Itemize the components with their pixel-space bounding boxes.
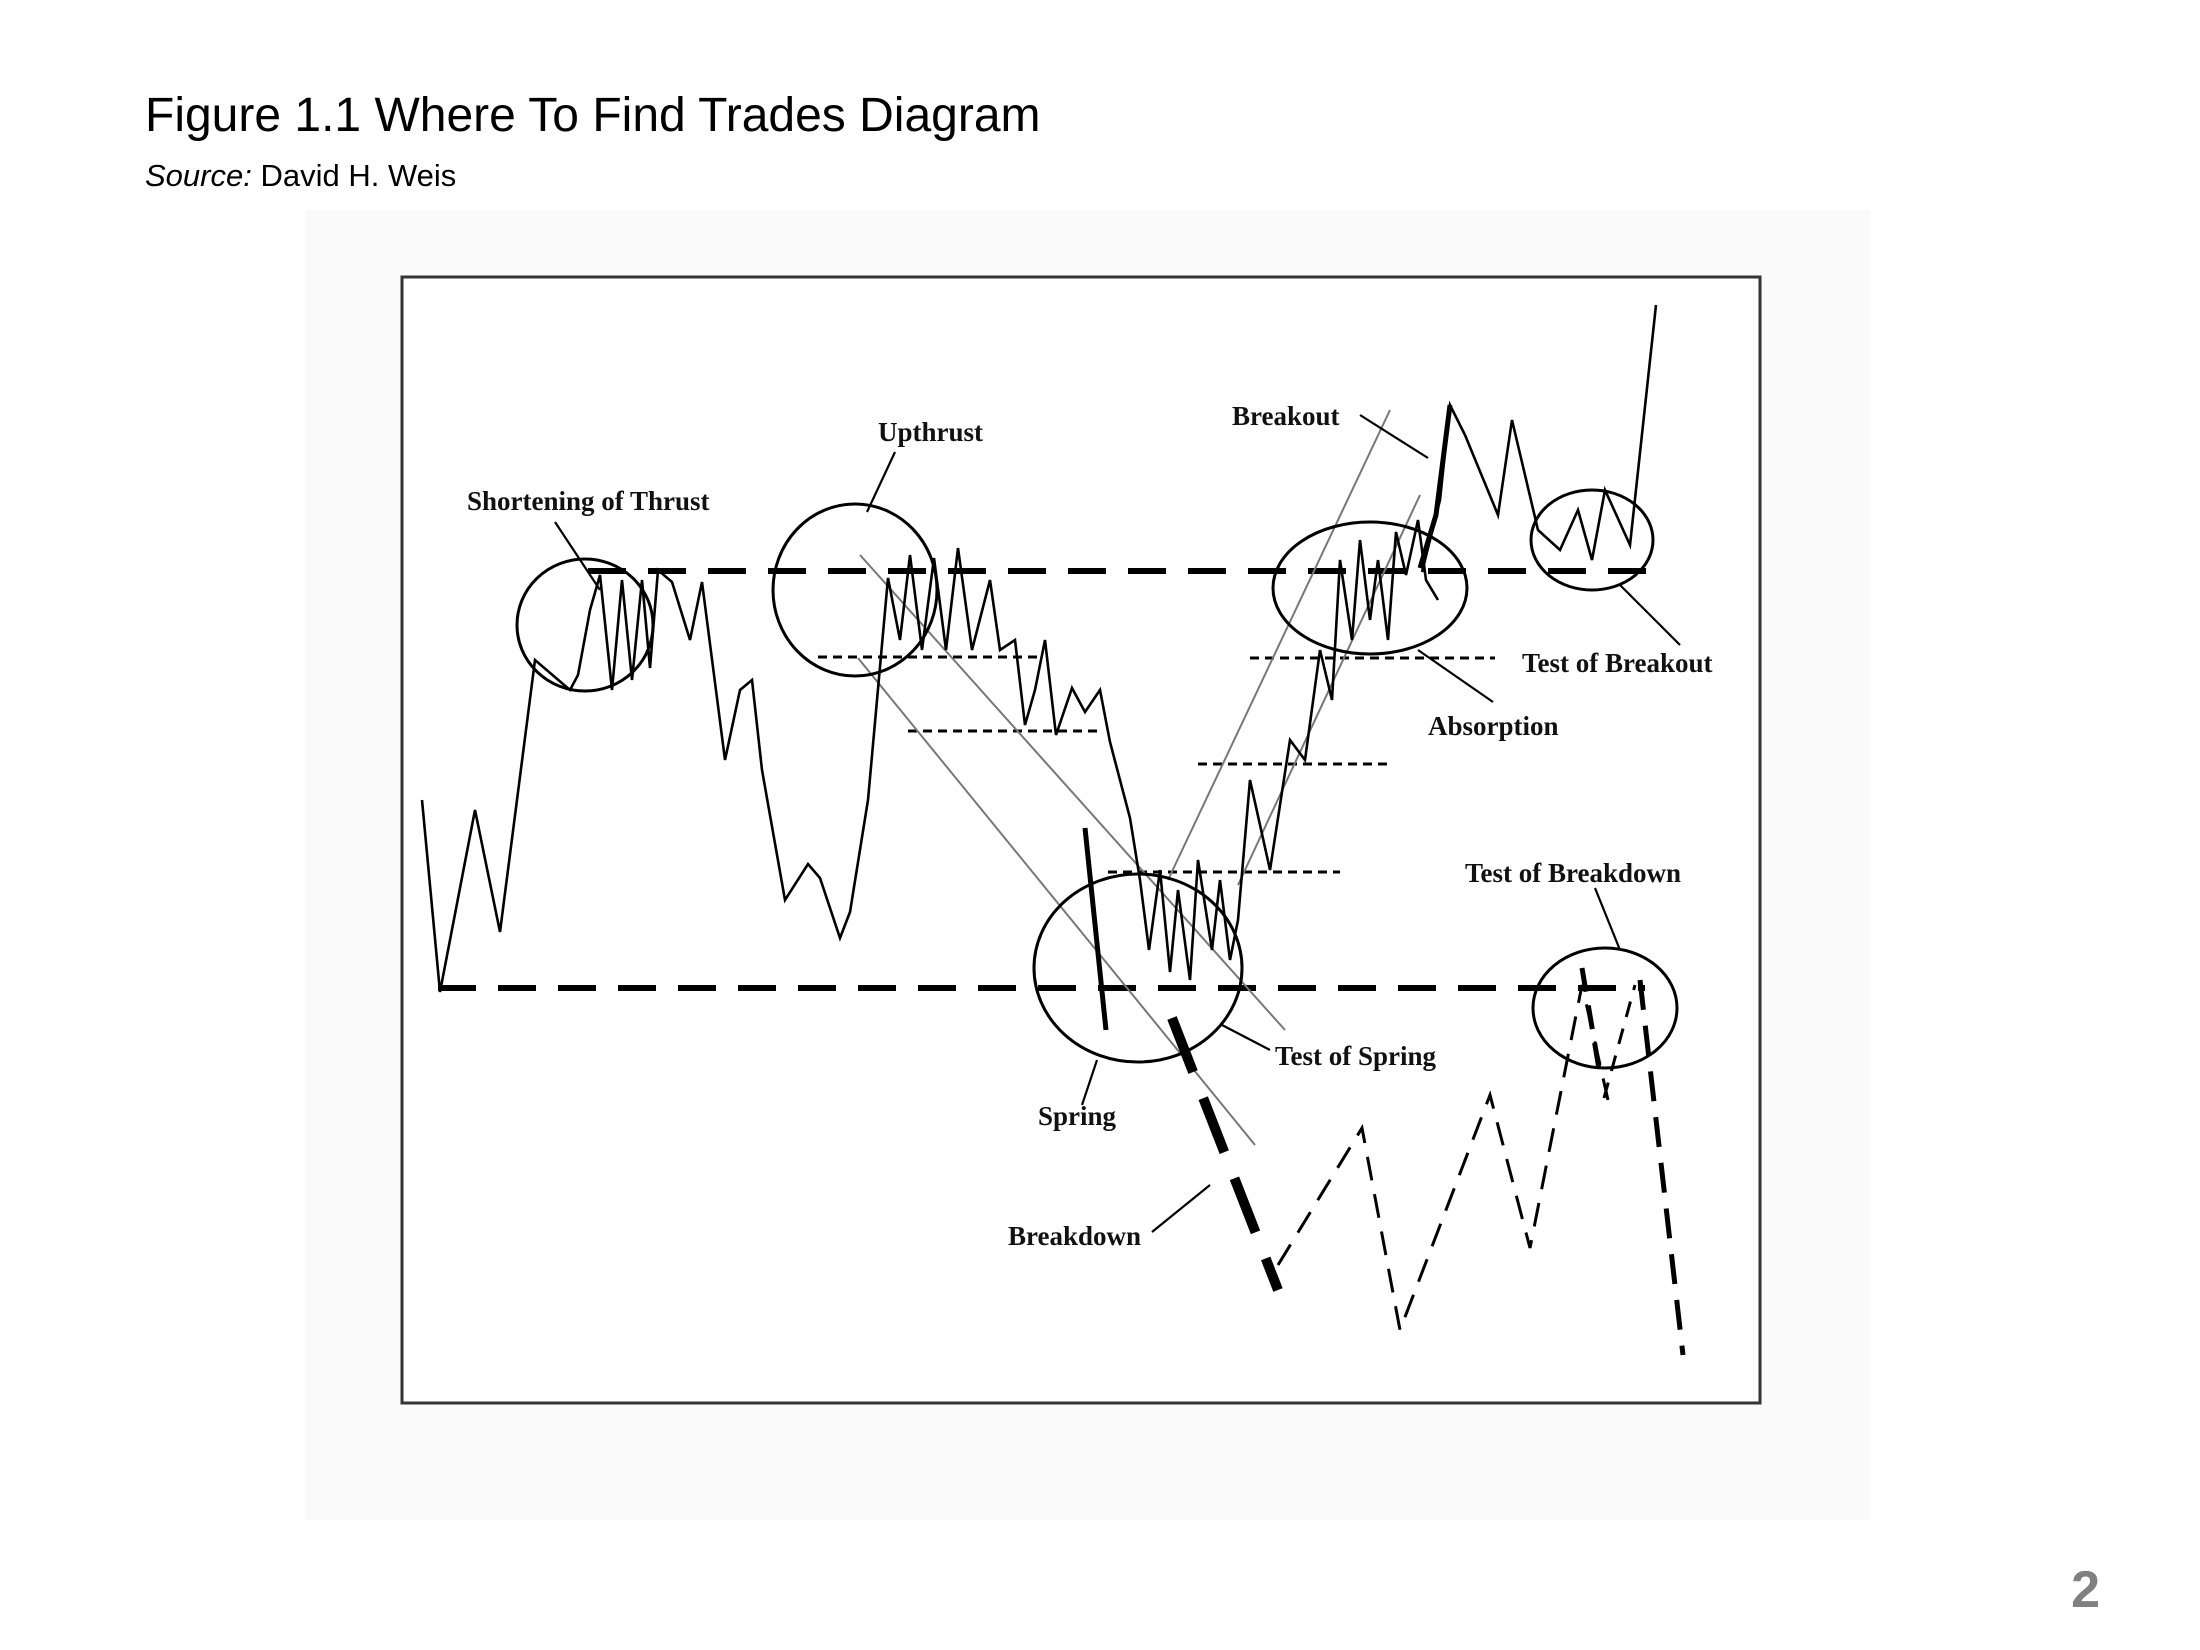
circle-spring	[1032, 872, 1244, 1064]
leader-test-of-breakdown	[1593, 887, 1622, 951]
circle-shortening-of-thrust	[515, 557, 655, 693]
circle-upthrust	[771, 502, 939, 678]
leader-test-of-breakout	[1619, 584, 1681, 646]
circle-test-of-breakout	[1529, 488, 1655, 592]
leader-lines	[554, 414, 1681, 1233]
spring-drop	[1082, 827, 1109, 1031]
down-channel-upper	[859, 554, 1286, 1031]
test-of-breakdown-leg-1	[1579, 967, 1603, 1076]
label-test-of-breakout: Test of Breakout	[1522, 648, 1713, 678]
slide-number: 2	[2071, 1561, 2100, 1619]
leader-breakdown	[1151, 1184, 1211, 1233]
leader-absorption	[1417, 649, 1494, 703]
label-test-of-breakdown: Test of Breakdown	[1465, 858, 1681, 888]
leader-breakout	[1359, 414, 1429, 459]
price-path	[420, 519, 1440, 993]
leader-upthrust	[866, 451, 896, 513]
test-of-breakdown-drop	[1637, 979, 1686, 1356]
leader-shortening-of-thrust	[554, 521, 601, 591]
figure-source: Source: David H. Weis	[145, 158, 456, 194]
up-channel-upper	[1167, 409, 1391, 881]
diagram-frame	[400, 275, 1762, 1405]
source-value: David H. Weis	[260, 158, 457, 193]
label-spring: Spring	[1038, 1101, 1117, 1131]
leader-spring	[1080, 1059, 1099, 1106]
label-test-of-spring: Test of Spring	[1275, 1041, 1437, 1071]
highlight-circles	[515, 488, 1679, 1070]
label-shortening-of-thrust: Shortening of Thrust	[467, 486, 710, 516]
test-of-breakdown-leg-2	[1602, 984, 1637, 1099]
figure-title: Figure 1.1 Where To Find Trades Diagram	[145, 89, 1041, 142]
label-upthrust: Upthrust	[878, 417, 983, 447]
label-breakout: Breakout	[1232, 401, 1340, 431]
breakdown-heavy	[1167, 1016, 1283, 1292]
breakdown-continuation	[1276, 984, 1610, 1336]
leader-test-of-spring	[1221, 1024, 1271, 1051]
label-breakdown: Breakdown	[1008, 1221, 1141, 1251]
label-absorption: Absorption	[1428, 711, 1559, 741]
source-label: Source:	[145, 158, 252, 193]
circle-absorption	[1271, 520, 1469, 656]
price-path-breakout-tail	[1463, 304, 1658, 561]
circle-test-of-breakdown	[1531, 946, 1679, 1070]
